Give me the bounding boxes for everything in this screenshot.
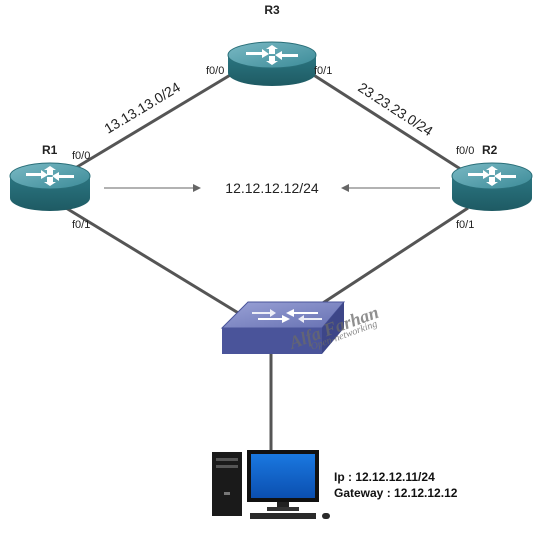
virtual-ip-label: 12.12.12.12/24 xyxy=(225,180,319,196)
host-gateway: Gateway : 12.12.12.12 xyxy=(334,486,458,500)
router-r2[interactable] xyxy=(451,162,533,211)
switch-arrows-icon xyxy=(252,309,322,323)
switch[interactable] xyxy=(220,301,346,354)
pc-tower-icon xyxy=(212,452,242,516)
r1-port-bottom: f0/1 xyxy=(72,219,90,231)
r3-port-right: f0/1 xyxy=(314,65,332,77)
r2-name: R2 xyxy=(482,143,498,157)
keyboard-icon xyxy=(250,513,330,519)
r3-name: R3 xyxy=(264,3,280,17)
router-r1[interactable] xyxy=(9,162,91,211)
router-arrows-icon xyxy=(468,166,516,186)
r3-port-left: f0/0 xyxy=(206,65,224,77)
link-r1-switch xyxy=(65,206,241,316)
links xyxy=(65,72,469,450)
r2-port-top: f0/0 xyxy=(456,145,474,157)
r2-port-bottom: f0/1 xyxy=(456,219,474,231)
host-pc[interactable] xyxy=(212,450,330,519)
r1-name: R1 xyxy=(42,143,58,157)
link-r1-r3 xyxy=(71,72,233,172)
link-r2-switch xyxy=(305,206,469,316)
link-r3-r2 xyxy=(311,72,463,172)
host-ip: Ip : 12.12.12.11/24 xyxy=(334,470,435,484)
monitor-icon xyxy=(247,450,319,511)
router-arrows-icon xyxy=(26,166,74,186)
r1-port-top: f0/0 xyxy=(72,150,90,162)
router-r3[interactable] xyxy=(227,41,317,86)
router-arrows-icon xyxy=(246,45,298,65)
